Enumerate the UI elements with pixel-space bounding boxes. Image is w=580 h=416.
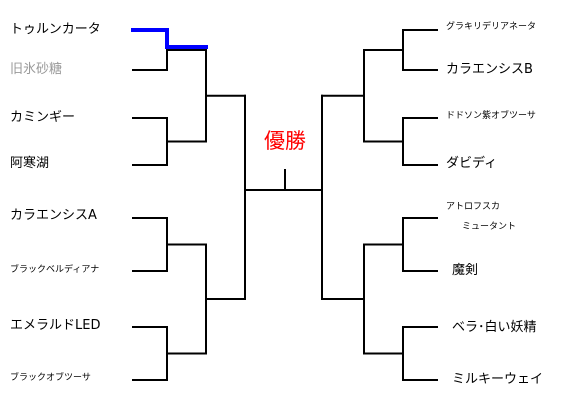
right-entrant-2: カラエンシスB — [446, 62, 533, 77]
right-entrant-3: ドドソン紫オブツーサ — [446, 111, 536, 121]
left-entrant-8: ブラックオブツーサ — [10, 373, 91, 383]
left-entrant-4: 阿寒湖 — [10, 156, 50, 171]
championship-title: 優勝 — [264, 129, 306, 153]
left-entrant-1: トゥルンカータ — [10, 22, 101, 37]
advance-path — [131, 28, 208, 49]
left-entrant-2: 旧氷砂糖 — [10, 62, 63, 77]
bracket-lines — [132, 29, 438, 381]
right-entrant-5: アトロフスカ — [446, 202, 501, 212]
right-entrant-5-line2: ミュータント — [462, 222, 517, 232]
left-entrant-3: カミンギー — [10, 110, 76, 125]
left-entrant-7: エメラルドLED — [10, 318, 101, 333]
right-entrant-6: 魔剣 — [452, 263, 479, 278]
left-entrant-5: カラエンシスA — [10, 208, 97, 223]
right-entrant-1: グラキリデリアネータ — [446, 22, 537, 32]
left-entrant-6: ブラックベルディアナ — [10, 265, 100, 275]
right-entrant-8: ミルキーウェイ — [452, 372, 544, 387]
right-entrant-4: ダビディ — [446, 156, 498, 171]
right-entrant-7: ベラ･白い妖精 — [452, 320, 537, 335]
